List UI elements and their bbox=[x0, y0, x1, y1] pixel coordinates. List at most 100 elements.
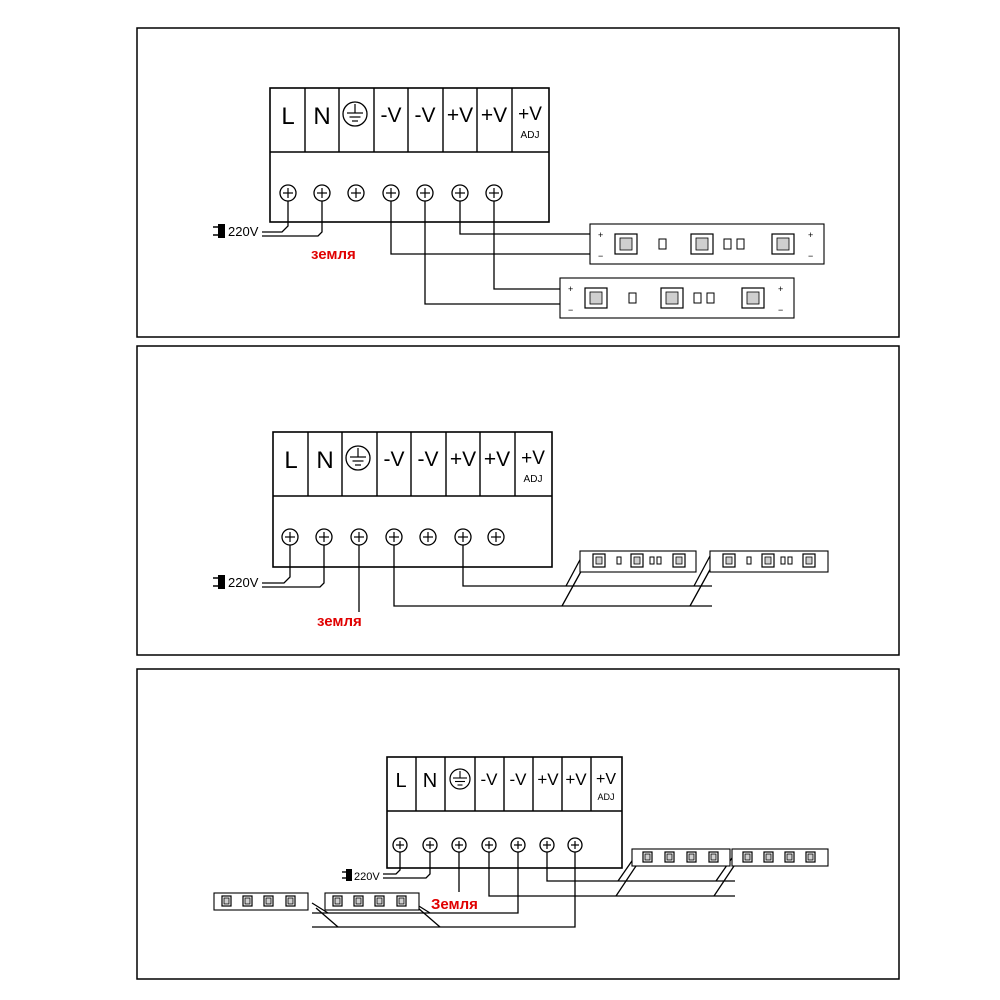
minus-mark: − bbox=[808, 251, 813, 261]
terminal-label-neg-v-1: -V bbox=[481, 770, 499, 789]
screw-icon bbox=[451, 184, 469, 202]
resistor-icon bbox=[706, 292, 715, 304]
screw-icon bbox=[481, 837, 497, 853]
led-chip-icon bbox=[805, 851, 816, 863]
led-chip-icon bbox=[642, 851, 653, 863]
led-chip-icon bbox=[761, 553, 775, 568]
led-chip-icon bbox=[686, 851, 697, 863]
terminal-label-pos-v-1: +V bbox=[447, 104, 473, 127]
led-chip-icon bbox=[664, 851, 675, 863]
panel-2: L N -V -V +V +V +V ADJ bbox=[136, 345, 900, 656]
terminal-label-adj: ADJ bbox=[597, 792, 614, 802]
terminal-label-neg-v-2: -V bbox=[418, 448, 439, 471]
screw-icon bbox=[539, 837, 555, 853]
led-chip-icon bbox=[353, 895, 364, 907]
terminal-label-adj-v: +V bbox=[521, 448, 545, 469]
panel-1: L N -V -V +V +V +V ADJ bbox=[136, 27, 900, 338]
led-chip-icon bbox=[285, 895, 296, 907]
led-chip-icon bbox=[690, 233, 714, 255]
led-chip-icon bbox=[672, 553, 686, 568]
led-chip-icon bbox=[771, 233, 795, 255]
led-chip-icon bbox=[221, 895, 232, 907]
power-supply-3: L N -V -V +V +V +V ADJ bbox=[386, 756, 623, 869]
terminal-label-l: L bbox=[284, 447, 297, 474]
resistor-icon bbox=[746, 556, 752, 565]
plus-mark: + bbox=[778, 284, 783, 294]
mains-plug-icon bbox=[342, 869, 352, 881]
resistor-icon bbox=[628, 292, 637, 304]
screw-icon bbox=[422, 837, 438, 853]
terminal-label-pos-v-2: +V bbox=[484, 448, 510, 471]
terminal-label-adj: ADJ bbox=[524, 474, 543, 485]
screw-icon bbox=[567, 837, 583, 853]
led-chip-icon bbox=[741, 287, 765, 309]
screw-icon bbox=[385, 528, 403, 546]
led-chip-icon bbox=[614, 233, 638, 255]
plus-mark: + bbox=[598, 230, 603, 240]
terminal-label-n: N bbox=[313, 103, 330, 130]
terminal-label-adj-v: +V bbox=[596, 771, 616, 788]
led-strip bbox=[631, 848, 731, 867]
led-strip bbox=[579, 550, 697, 573]
led-chip-icon bbox=[396, 895, 407, 907]
resistor-icon bbox=[693, 292, 702, 304]
mains-plug-icon bbox=[213, 575, 225, 589]
terminal-label-l: L bbox=[395, 770, 406, 792]
screw-icon bbox=[485, 184, 503, 202]
terminal-label-neg-v-1: -V bbox=[384, 448, 405, 471]
minus-mark: − bbox=[568, 305, 573, 315]
ground-symbol-icon bbox=[345, 445, 371, 471]
led-chip-icon bbox=[263, 895, 274, 907]
ground-symbol-icon bbox=[342, 101, 368, 127]
terminal-label-neg-v-2: -V bbox=[415, 104, 436, 127]
led-chip-icon bbox=[332, 895, 343, 907]
resistor-icon bbox=[780, 556, 786, 565]
resistor-icon bbox=[723, 238, 732, 250]
led-chip-icon bbox=[742, 851, 753, 863]
resistor-icon bbox=[616, 556, 622, 565]
terminal-label-pos-v-1: +V bbox=[450, 448, 476, 471]
led-chip-icon bbox=[592, 553, 606, 568]
led-strip: + − + − bbox=[559, 277, 795, 319]
screw-icon bbox=[382, 184, 400, 202]
ground-label: Земля bbox=[431, 896, 478, 913]
terminal-label-pos-v-2: +V bbox=[481, 104, 507, 127]
psu-1-body bbox=[269, 87, 550, 223]
mains-voltage-label: 220V bbox=[228, 575, 259, 590]
mains-voltage-label: 220V bbox=[228, 224, 259, 239]
screw-icon bbox=[419, 528, 437, 546]
plus-mark: + bbox=[808, 230, 813, 240]
terminal-label-pos-v-1: +V bbox=[537, 770, 559, 789]
led-chip-icon bbox=[763, 851, 774, 863]
mains-voltage-label: 220V bbox=[354, 871, 380, 883]
led-chip-icon bbox=[630, 553, 644, 568]
screw-icon bbox=[392, 837, 408, 853]
screw-terminals-2 bbox=[281, 528, 505, 546]
screw-icon bbox=[315, 528, 333, 546]
screw-icon bbox=[313, 184, 331, 202]
terminal-label-n: N bbox=[316, 447, 333, 474]
panel-3: L N -V -V +V +V +V ADJ bbox=[136, 668, 900, 980]
resistor-icon bbox=[656, 556, 662, 565]
mains-plug-icon bbox=[213, 224, 225, 238]
psu-2-body bbox=[272, 431, 553, 568]
terminal-label-pos-v-2: +V bbox=[565, 770, 587, 789]
led-chip-icon bbox=[722, 553, 736, 568]
led-chip-icon bbox=[242, 895, 253, 907]
resistor-icon bbox=[787, 556, 793, 565]
led-strip bbox=[324, 892, 420, 911]
terminal-label-l: L bbox=[281, 103, 294, 130]
led-chip-icon bbox=[660, 287, 684, 309]
led-strip bbox=[213, 892, 309, 911]
terminal-label-n: N bbox=[423, 770, 437, 792]
led-chip-icon bbox=[708, 851, 719, 863]
led-chip-icon bbox=[802, 553, 816, 568]
led-strip: + − + − bbox=[589, 223, 825, 265]
led-chip-icon bbox=[784, 851, 795, 863]
screw-icon bbox=[487, 528, 505, 546]
ground-label: земля bbox=[311, 246, 356, 263]
screw-terminals-3 bbox=[392, 837, 583, 853]
terminal-label-adj: ADJ bbox=[521, 130, 540, 141]
screw-icon bbox=[347, 184, 365, 202]
